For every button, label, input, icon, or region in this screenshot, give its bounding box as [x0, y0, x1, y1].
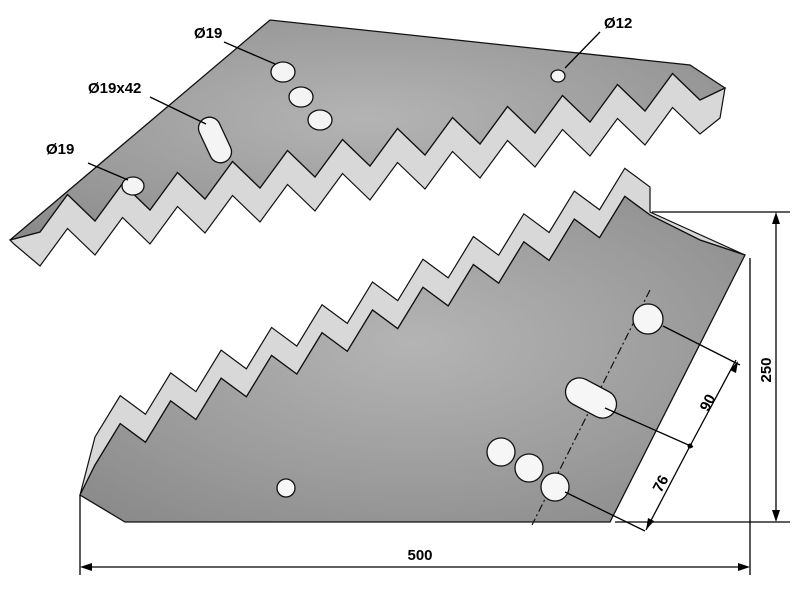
hole-row-2 [514, 453, 544, 483]
slot-hole-lower [564, 377, 618, 419]
lower-blade [79, 167, 746, 526]
upper-blade: Ø19 Ø19x42 Ø19 Ø12 [8, 15, 727, 267]
upper-blade-holes [121, 61, 566, 196]
label-hole-top: Ø19 [194, 25, 222, 42]
dim-length: 500 [407, 547, 432, 564]
label-slot: Ø19x42 [88, 80, 141, 97]
upper-leaders [87, 31, 601, 181]
dim-edge-offset: 76 [650, 473, 673, 496]
upper-blade-face [9, 19, 727, 241]
hole-right [632, 303, 664, 335]
dim-height: 250 [758, 357, 775, 382]
hole-small [550, 69, 566, 83]
hole-row-1 [486, 437, 516, 467]
hole-top-1 [270, 61, 296, 83]
label-hole-small: Ø12 [604, 15, 632, 32]
hole-small-lower [276, 478, 296, 498]
dim-hole-spacing: 90 [697, 392, 720, 415]
hole-top-3 [307, 109, 333, 131]
hole-left [121, 176, 145, 196]
lower-blade-face [79, 195, 746, 523]
label-hole-left: Ø19 [46, 141, 74, 158]
slot-hole [197, 116, 233, 164]
dimension-lines: 250 90 76 500 [79, 211, 790, 575]
hole-top-2 [288, 86, 314, 108]
hole-row-3 [540, 472, 570, 502]
lower-blade-holes [276, 303, 664, 502]
